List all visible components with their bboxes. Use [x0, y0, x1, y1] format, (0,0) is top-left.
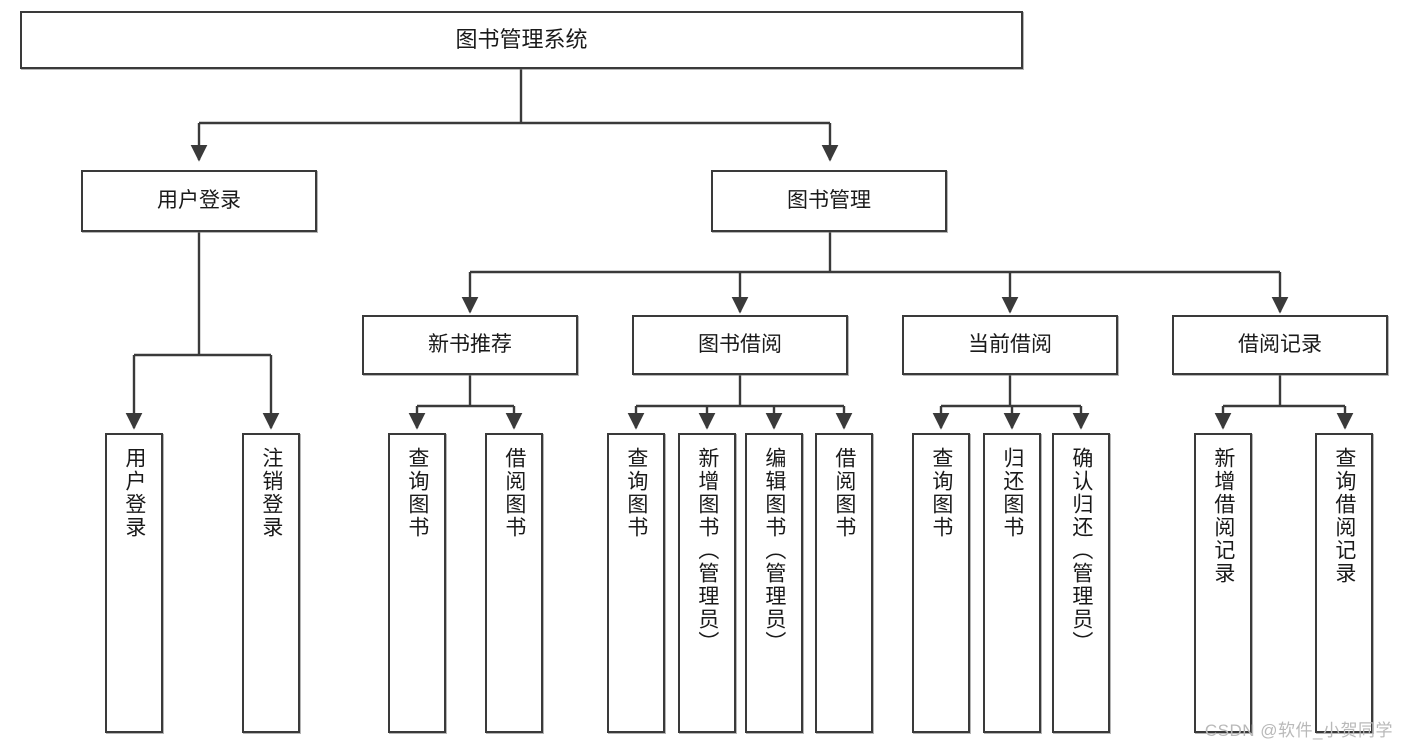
node-label: 新增借阅记录	[1211, 447, 1235, 585]
node-book-management[interactable]: 图书管理	[711, 170, 947, 232]
node-label: 查询图书	[405, 447, 429, 539]
node-user-login[interactable]: 用户登录	[81, 170, 317, 232]
node-label: 查询借阅记录	[1332, 447, 1356, 585]
node-label: 查询图书	[929, 447, 953, 539]
leaf-logout[interactable]: 注销登录	[242, 433, 300, 733]
leaf-add-book-admin[interactable]: 新增图书（管理员）	[678, 433, 736, 733]
leaf-borrow-book-newbook[interactable]: 借阅图书	[485, 433, 543, 733]
csdn-watermark: CSDN @软件_小贺同学	[1204, 721, 1393, 740]
node-label: 图书借阅	[698, 332, 782, 356]
leaf-query-book-newbook[interactable]: 查询图书	[388, 433, 446, 733]
node-label: 借阅图书	[832, 447, 856, 539]
leaf-confirm-return-admin[interactable]: 确认归还（管理员）	[1052, 433, 1110, 733]
node-label: 编辑图书（管理员）	[762, 447, 786, 654]
node-current-borrowing[interactable]: 当前借阅	[902, 315, 1118, 375]
node-label: 归还图书	[1000, 447, 1024, 539]
node-label: 注销登录	[259, 447, 283, 539]
node-label: 当前借阅	[968, 332, 1052, 356]
node-label: 新书推荐	[428, 332, 512, 356]
leaf-return-book[interactable]: 归还图书	[983, 433, 1041, 733]
leaf-borrow-book-borrow[interactable]: 借阅图书	[815, 433, 873, 733]
node-label: 用户登录	[122, 447, 146, 539]
node-label: 借阅记录	[1238, 332, 1322, 356]
node-label: 查询图书	[624, 447, 648, 539]
node-borrowing-record[interactable]: 借阅记录	[1172, 315, 1388, 375]
node-new-book-recommendation[interactable]: 新书推荐	[362, 315, 578, 375]
node-label: 借阅图书	[502, 447, 526, 539]
leaf-query-book-borrow[interactable]: 查询图书	[607, 433, 665, 733]
leaf-edit-book-admin[interactable]: 编辑图书（管理员）	[745, 433, 803, 733]
node-label: 确认归还（管理员）	[1069, 447, 1093, 654]
leaf-query-book-current[interactable]: 查询图书	[912, 433, 970, 733]
node-book-borrowing[interactable]: 图书借阅	[632, 315, 848, 375]
node-label: 图书管理	[787, 188, 871, 212]
leaf-query-borrow-record[interactable]: 查询借阅记录	[1315, 433, 1373, 733]
leaf-add-borrow-record[interactable]: 新增借阅记录	[1194, 433, 1252, 733]
node-label: 图书管理系统	[455, 27, 588, 53]
node-label: 用户登录	[157, 188, 241, 212]
node-label: 新增图书（管理员）	[695, 447, 719, 654]
node-root-library-management-system[interactable]: 图书管理系统	[20, 11, 1023, 69]
leaf-user-login[interactable]: 用户登录	[105, 433, 163, 733]
